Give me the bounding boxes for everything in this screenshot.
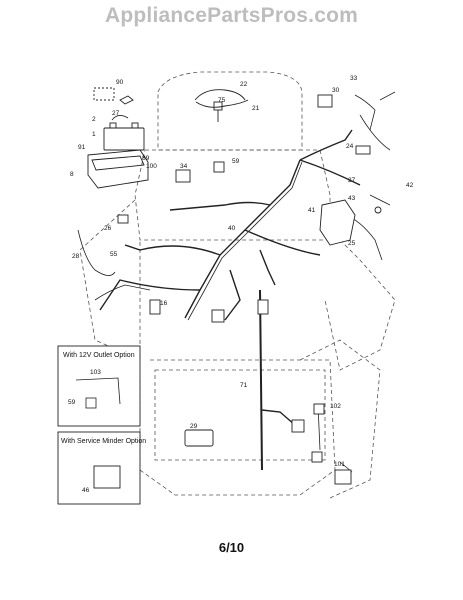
callout-59-inset: 59 [68,399,76,406]
callout-33: 33 [350,75,358,82]
callout-24: 24 [346,143,354,150]
callout-91: 91 [78,144,86,151]
callout-labels: 90 2 27 1 91 8 89 100 22 75 21 33 30 24 … [70,75,414,468]
callout-27a: 27 [112,110,120,117]
page-number: 6/10 [218,540,245,555]
main-harness [99,129,361,471]
callout-26: 26 [104,225,112,232]
callout-90: 90 [116,79,124,86]
components [117,94,382,485]
inset-12v-outlet: With 12V Outlet Option 103 59 [57,345,141,427]
callout-100: 100 [146,163,157,170]
callout-30: 30 [332,87,340,94]
callout-75: 75 [218,97,226,104]
callout-42: 42 [406,182,414,189]
callout-16: 16 [160,300,168,307]
callout-103: 103 [90,369,101,376]
callout-40: 40 [228,225,236,232]
inset-service-title: With Service Minder Option [61,438,146,445]
callout-34: 34 [180,163,188,170]
callout-41: 41 [308,207,316,214]
callout-22: 22 [240,81,248,88]
battery-group [87,87,149,189]
callout-21: 21 [252,105,260,112]
inset-12v-title: With 12V Outlet Option [63,352,135,359]
callout-29: 29 [190,423,198,430]
callout-43: 43 [348,195,356,202]
watermark: AppliancePartsPros.com [105,4,358,27]
callout-71: 71 [240,382,248,389]
callout-89: 89 [142,155,150,162]
inset-service-minder: With Service Minder Option 46 [57,431,146,505]
callout-46: 46 [82,487,90,494]
callout-8: 8 [70,171,74,178]
callout-27b: 27 [348,177,356,184]
callout-25: 25 [348,240,356,247]
callout-101: 101 [334,461,345,468]
callout-2: 2 [92,116,96,123]
callout-28: 28 [72,253,80,260]
callout-1: 1 [92,131,96,138]
headlight-harness [194,89,249,122]
callout-59: 59 [232,158,240,165]
callout-102: 102 [330,403,341,410]
callout-55: 55 [110,251,118,258]
